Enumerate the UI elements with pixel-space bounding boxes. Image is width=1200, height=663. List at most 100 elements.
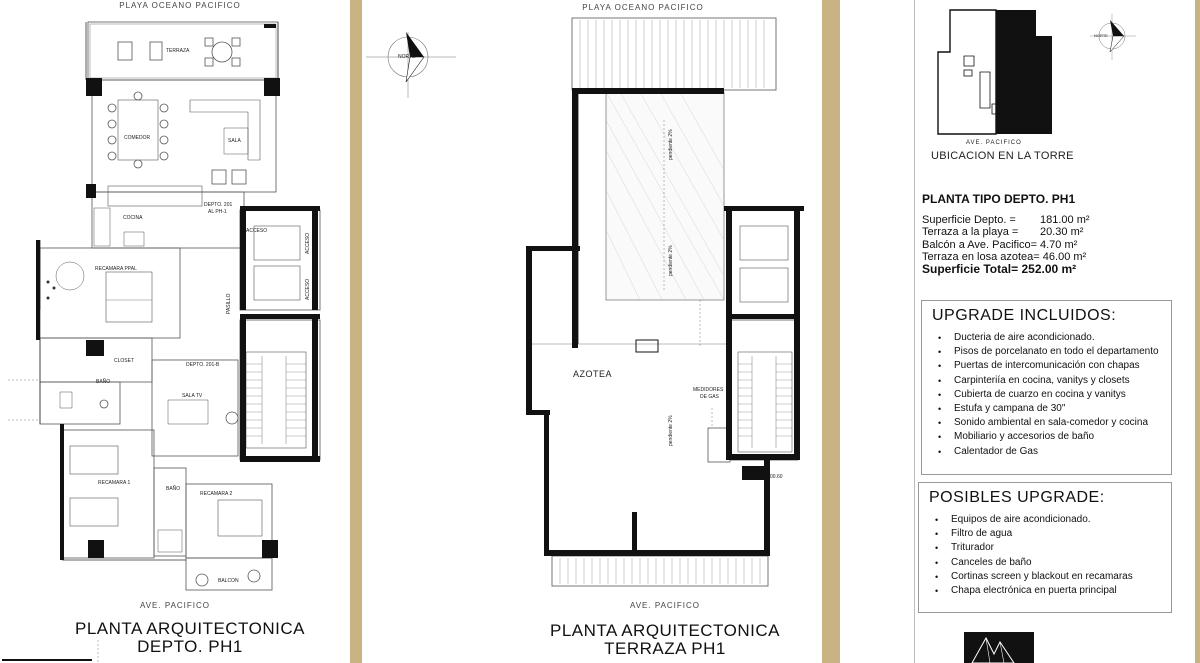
spec-row: Terraza a la playa = 20.30 m² (922, 226, 1090, 238)
list-item: Equipos de aire acondicionado. (929, 513, 1171, 527)
upgrades-title: UPGRADE INCLUIDOS: (932, 307, 1117, 324)
column (240, 318, 246, 460)
column (88, 540, 104, 558)
sala-tv-outline (151, 359, 239, 457)
column (240, 210, 246, 310)
level-label: 00.60 (770, 474, 783, 480)
spec-value: 4.70 m² (1040, 238, 1078, 251)
room-bano1: BAÑO (96, 379, 111, 385)
slope-label-1: pendiente 2% (668, 129, 674, 160)
column (264, 24, 276, 28)
possible-upgrades-box: POSIBLES UPGRADE: Equipos de aire acondi… (918, 482, 1172, 613)
column (86, 184, 96, 198)
plan1-top-label: PLAYA OCEANO PACIFICO (119, 1, 241, 10)
column (60, 424, 64, 560)
specs-title: PLANTA TIPO DEPTO. PH1 (922, 192, 1076, 206)
list-item: Ducteria de aire acondicionado. (932, 331, 1171, 345)
spec-row: Balcón a Ave. Pacifico=4.70 m² (922, 239, 1090, 251)
slope-label-2: pendiente 2% (668, 245, 674, 276)
spec-label: Terraza en losa azotea= (922, 250, 1040, 263)
room-medidores-2: DE GAS (700, 394, 719, 400)
living-outline (91, 79, 277, 193)
north-arrow-2 (1090, 14, 1136, 60)
left-band (350, 0, 362, 663)
room-balcon: BALCON (218, 578, 239, 584)
possible-list: Equipos de aire acondicionado. Filtro de… (929, 513, 1171, 598)
room-pasillo: PASILLO (226, 293, 232, 314)
column (240, 206, 320, 211)
spec-total: Superficie Total= 252.00 m² (922, 262, 1077, 277)
recamara-ppal-outline (39, 247, 181, 339)
plan1-bottom-label: AVE. PACIFICO (139, 601, 211, 610)
possible-title: POSIBLES UPGRADE: (929, 489, 1105, 506)
list-item: Triturador (929, 541, 1171, 555)
room-sala: SALA (228, 138, 241, 144)
column (86, 78, 102, 96)
room-medidores-1: MEDIDORES (693, 387, 724, 393)
room-recamara-ppal: RECAMARA PPAL (95, 266, 137, 272)
spec-label: Balcón a Ave. Pacifico= (922, 238, 1038, 251)
column (36, 240, 40, 340)
column (264, 78, 280, 96)
list-item: Calentador de Gas (932, 445, 1171, 459)
room-sala-tv: SALA TV (182, 393, 203, 399)
list-item: Pisos de porcelanato en todo el departam… (932, 345, 1171, 359)
spec-value: 46.00 m² (1042, 250, 1087, 263)
list-item: Chapa electrónica en puerta principal (929, 584, 1171, 598)
spec-value: 20.30 m² (1040, 226, 1084, 239)
spec-label: Terraza a la playa = (922, 226, 1019, 239)
plan2-top-label: PLAYA OCEANO PACIFICO (582, 3, 704, 12)
recamara1-outline (61, 429, 155, 559)
room-acceso1: ACCESO (246, 228, 268, 234)
stair-core (239, 319, 321, 461)
plan2-title: PLANTA ARQUITECTONICA TERRAZA PH1 (505, 622, 825, 658)
plan2-title-line2: TERRAZA PH1 (604, 639, 726, 658)
room-depto: DEPTO. 201 (204, 202, 233, 208)
column (240, 314, 320, 319)
list-item: Carpinteriía en cocina, vanitys y closet… (932, 374, 1171, 388)
plan2-bottom-label: AVE. PACIFICO (629, 601, 701, 610)
north-label-1: NORTE (398, 54, 416, 60)
column (262, 540, 278, 558)
north-label-2: NORTE (1094, 33, 1108, 38)
list-item: Estufa y campana de 30" (932, 402, 1171, 416)
plan1-title-line1: PLANTA ARQUITECTONICA (75, 619, 305, 638)
area-specs: PLANTA TIPO DEPTO. PH1 Superficie Depto.… (922, 193, 1090, 275)
room-recamara2: RECAMARA 2 (200, 491, 233, 497)
plan1-title-line2: DEPTO. PH1 (137, 637, 243, 656)
room-depto-b: DEPTO. 201-B (186, 362, 220, 368)
room-bano2: BAÑO (166, 486, 181, 492)
middle-band (822, 0, 840, 663)
list-item: Canceles de baño (929, 556, 1171, 570)
location-street: AVE. PACIFICO (966, 140, 1022, 146)
bano2-outline (153, 467, 187, 557)
room-comedor: COMEDOR (124, 135, 151, 141)
right-panel-divider (914, 0, 915, 663)
balcon-outline (185, 557, 273, 591)
location-caption: UBICACION EN LA TORRE (931, 150, 1074, 162)
list-item: Puertas de intercomunicación con chapas (932, 359, 1171, 373)
room-acceso3: ACCESO (305, 278, 311, 300)
plan2-title-line1: PLANTA ARQUITECTONICA (550, 621, 780, 640)
column (240, 456, 320, 462)
spec-row: Terraza en losa azotea= 46.00 m² (922, 251, 1090, 263)
room-recamara1: RECAMARA 1 (98, 480, 131, 486)
upgrades-box: UPGRADE INCLUIDOS: Ducteria de aire acon… (921, 300, 1172, 475)
room-acceso2: ACCESO (305, 232, 311, 254)
plan-depto-ph1 (2, 21, 321, 663)
slope-label-3: pendiente 2% (668, 415, 674, 446)
column (312, 210, 318, 310)
list-item: Mobiliario y accesorios de baño (932, 430, 1171, 444)
list-item: Cortinas screen y blackout en recamaras (929, 570, 1171, 584)
plan-terraza-ph1 (526, 17, 804, 587)
cocina-outline (91, 191, 245, 249)
north-arrow-1 (366, 32, 456, 98)
list-item: Cubierta de cuarzo en cocina y vanitys (932, 388, 1171, 402)
column (312, 318, 318, 460)
list-item: Sonido ambiental en sala-comedor y cocin… (932, 416, 1171, 430)
room-depto-sub: AL PH-1 (208, 209, 227, 215)
spec-row: Superficie Depto. =181.00 m² (922, 214, 1090, 226)
spec-value: 181.00 m² (1040, 214, 1090, 227)
room-cocina: COCINA (123, 215, 143, 221)
